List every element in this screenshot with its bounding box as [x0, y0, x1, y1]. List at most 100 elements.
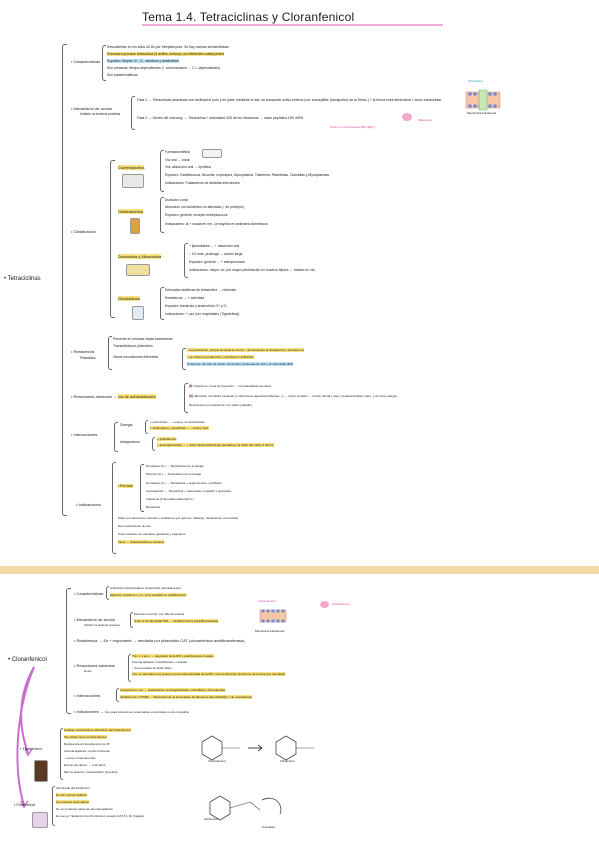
flor-img2: Toxicidad — [262, 825, 275, 829]
tian-bottle-icon — [34, 760, 48, 782]
clo-rea-item: Tóx. en animales muy jóvenes (por la alt… — [132, 672, 286, 676]
clo-diagram-top: Cloranfenicol — [258, 599, 276, 603]
clasif-item: Espectro: general, excepto estreptococos — [165, 213, 228, 217]
flor-item: Es uso en Tianfenicol por Florfenicol; e… — [56, 814, 145, 818]
tetra-res-brace — [108, 336, 112, 370]
tetra-int-brace — [114, 422, 118, 452]
tetra-res-sub: Plásmidos — [80, 356, 96, 360]
pink-arrows — [16, 666, 35, 809]
tetra-caract-brace — [102, 45, 106, 81]
clasif-item: Indicaciones: Tratamiento de distintas i… — [165, 181, 240, 185]
int-sinergia: Sinergia — [120, 423, 133, 427]
ind-sub: • Por todo — [118, 484, 133, 488]
ind-item: Rumiantes (b.) → Tetraciclina con el dos… — [146, 464, 204, 468]
tian-brace — [60, 728, 63, 780]
int-antagonismo: Antagonismo — [120, 440, 140, 444]
clo-ind-label: • Indicaciones → Uso para infecciones ve… — [74, 709, 189, 714]
ind-item: Tularemia (Francisella tularensis b.) — [146, 497, 194, 501]
diagram-top-label: Tetraciclina — [468, 79, 484, 83]
clasif-item: Vía: absorción oral → lipofílica — [165, 165, 211, 169]
ind-tail: Todo contacto con animales gestantes y p… — [118, 532, 186, 536]
flor-brace — [52, 786, 55, 826]
ind-tail: Tiene → Oxitetraciclina en bovinos — [118, 540, 165, 544]
tetra-ind-brace — [112, 462, 116, 554]
int-item: + antifúngicos y penicilinas → ↓ sinerg.… — [150, 426, 210, 430]
title-underline — [142, 24, 443, 26]
clasif-item: Vía oral → corta — [165, 158, 190, 162]
clasif-item: + liposolubles → + absorción oral — [189, 244, 240, 248]
ind-item: Leptospirosis → Tetraciclina + vacunació… — [146, 489, 231, 493]
clasif-item: Farmacocinética — [165, 150, 190, 154]
tian-item: Análogo estructural semisintético del cl… — [64, 728, 131, 732]
int-sin-brace — [145, 420, 148, 434]
tetra-mec-fase1: Fase 1 → Tetraciclinas atraviesan con fa… — [137, 98, 442, 102]
clo-diagram-side: Membrana bacteriana — [255, 629, 285, 633]
clo-membrane-diagram — [258, 604, 288, 630]
ribosome-icon — [402, 113, 412, 121]
tetra-caract-item: Estructura química: tetracíclica (4 anil… — [107, 52, 225, 56]
clo-mec-item: Unión a la subunidad 50S → inhibición de… — [134, 619, 219, 623]
tian-item: Exento de cáncer → 2-10 años — [64, 763, 106, 767]
flor-item: Fluorinado del tianfenicol — [56, 786, 90, 790]
tetra-root: • Tetraciclinas — [4, 276, 41, 282]
tian-item: Tan eficaz como el cloranfenicol — [64, 735, 107, 739]
res-detail: ↓ la penetración, porque la célula se ci… — [187, 348, 304, 352]
tetra-clasif-label: • Clasificación — [71, 229, 96, 234]
res-detail: Protección del sitio de acción ribosómic… — [187, 362, 294, 366]
page-title: Tema 1.4. Tetraciclinas y Cloranfenicol — [142, 10, 355, 24]
tetra-clasif-brace — [110, 160, 115, 318]
clo-int-item: Inhibición de CYP450 → Reducción de la e… — [120, 695, 252, 699]
flor-label: • Florfenicol — [14, 802, 35, 807]
clo-int-label: • Interacciones — [74, 693, 101, 698]
rea-item: VO alteración microflora intestinal (+ i… — [189, 394, 397, 398]
tetra-res-label: • Resistencia — [71, 349, 95, 354]
cloran-root: • Cloranfenicol — [8, 657, 47, 663]
tetra-mec-note: Unión con el ribosoma 30S (Mg²⁺) — [330, 125, 376, 129]
tetra-caract-label: • Características — [71, 59, 101, 64]
tetra-caract-item: Son primeras: tiempo-dependientes (+ con… — [107, 66, 220, 70]
clo-rea-label: • Reacciones adversas — [74, 663, 115, 668]
clasif-group-name: Doxiciclina y Minociclina — [118, 254, 162, 259]
tetra-mec-label: • Mecanismo de acción — [71, 106, 113, 111]
ind-tail: Hay restricciones de uso — [118, 524, 151, 528]
ind-tail: Útiles en infecciones crónicas y resiste… — [118, 516, 239, 520]
tetra-caract-item: Descubiertas en los años 40-50 por Strep… — [107, 45, 229, 49]
drug-box-icon — [122, 174, 144, 188]
flor-item: No se producen casos de anemia aplásica — [56, 807, 113, 811]
flor-item: Es aún menos sulfúrico — [56, 793, 88, 797]
clasif-item: Derivadas sintéticas de tetraciclina → r… — [165, 288, 237, 292]
clasif-item: Indicaciones: + uso (ver hospitalario (T… — [165, 312, 240, 316]
tetra-mec-brace — [131, 96, 135, 130]
clo-caract-item: Espectro: amplio G+ y G- (muy sensible e… — [110, 593, 187, 597]
clasif-item: Duración: corta — [165, 198, 188, 202]
tetra-caract-item: Espectro: Amplio G+, G-, aerobios y anae… — [107, 59, 179, 63]
tian-structure-diagram — [201, 735, 314, 761]
tian-img1: Cloranfenicol — [208, 759, 226, 763]
clo-rea-item: Tóx. + 1 sem. → depresión de la MO y pan… — [132, 654, 214, 658]
ind-item: Porcinos (b.) → Tetraciclina con el dosa… — [146, 472, 202, 476]
clo-mec-brace — [130, 612, 133, 628]
drug-pack-icon — [202, 149, 222, 158]
clo-mec-sub: Inhiben la síntesis proteica — [84, 623, 120, 627]
clasif-item: Espectro: Estafilococos, Brucella, Lepto… — [165, 173, 330, 177]
clo-caract-label: • Características — [74, 591, 104, 596]
clasif-group-name: Oxitetraciclina — [118, 209, 144, 214]
ind-sub-brace — [140, 464, 144, 512]
clo-caract-brace — [106, 586, 109, 600]
tetra-int-label: • Interacciones — [71, 432, 98, 437]
diagram-membrane-label: Membrana bacteriana — [467, 111, 497, 115]
tetra-mec-fase2: Fase 2 → Dentro del microorg. → Tetracic… — [137, 116, 304, 120]
section-divider — [0, 566, 599, 574]
clo-rea-brace — [128, 654, 131, 682]
clasif-item: Indicaciones: mayor vol. por mayor penet… — [189, 268, 316, 272]
res-item: Presente en muchas cepas bacterianas — [113, 337, 173, 341]
drug-bottle-icon — [130, 218, 140, 234]
tetra-rea-brace — [184, 383, 188, 413]
clo-mec-item: Penetra en la bac. por difusión pasiva — [134, 612, 185, 616]
clo-mec-label: • Mecanismo de acción — [74, 617, 116, 622]
clo-ribosome-icon — [320, 601, 329, 608]
clo-rea-sub: Dosis — [84, 669, 92, 673]
clasif-brace-3 — [160, 287, 164, 320]
res-item: Transmitida por plásmidos — [113, 344, 153, 348]
drug-vial-icon — [132, 306, 144, 320]
